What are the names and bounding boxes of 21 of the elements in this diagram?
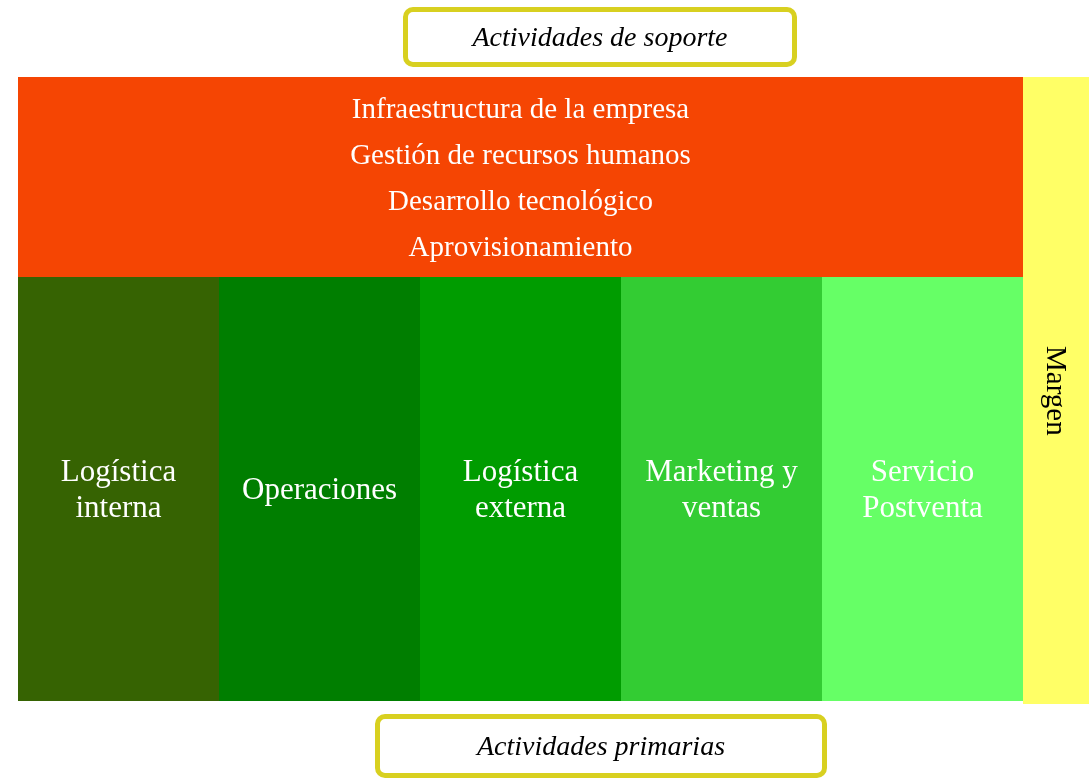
- activity-name: Logística externa: [461, 453, 580, 525]
- activity-name: Logística interna: [59, 453, 178, 525]
- primary-activity-column: [18, 277, 219, 701]
- primary-activity-column: [420, 277, 621, 701]
- activity-name: Marketing y ventas: [644, 453, 799, 525]
- activity-name: Operaciones: [242, 471, 397, 507]
- section-label-text: Actividades de soporte: [472, 21, 728, 53]
- section-label-text: Actividades primarias: [476, 730, 726, 762]
- section-label: [403, 7, 797, 67]
- section-label: [375, 714, 827, 778]
- support-activity-text: Aprovisionamiento: [408, 229, 633, 264]
- margin-label: Margen: [1039, 345, 1073, 436]
- primary-activity-column: [621, 277, 822, 701]
- margin-bar: [1023, 77, 1089, 704]
- support-activity-text: Infraestructura de la empresa: [351, 91, 690, 126]
- primary-activity-column: [219, 277, 420, 701]
- support-activities-band: [18, 77, 1023, 277]
- support-activity-text: Desarrollo tecnológico: [388, 183, 653, 218]
- support-activity-text: Gestión de recursos humanos: [350, 137, 691, 172]
- activity-name: Servicio Postventa: [861, 453, 984, 525]
- primary-activity-column: [822, 277, 1023, 701]
